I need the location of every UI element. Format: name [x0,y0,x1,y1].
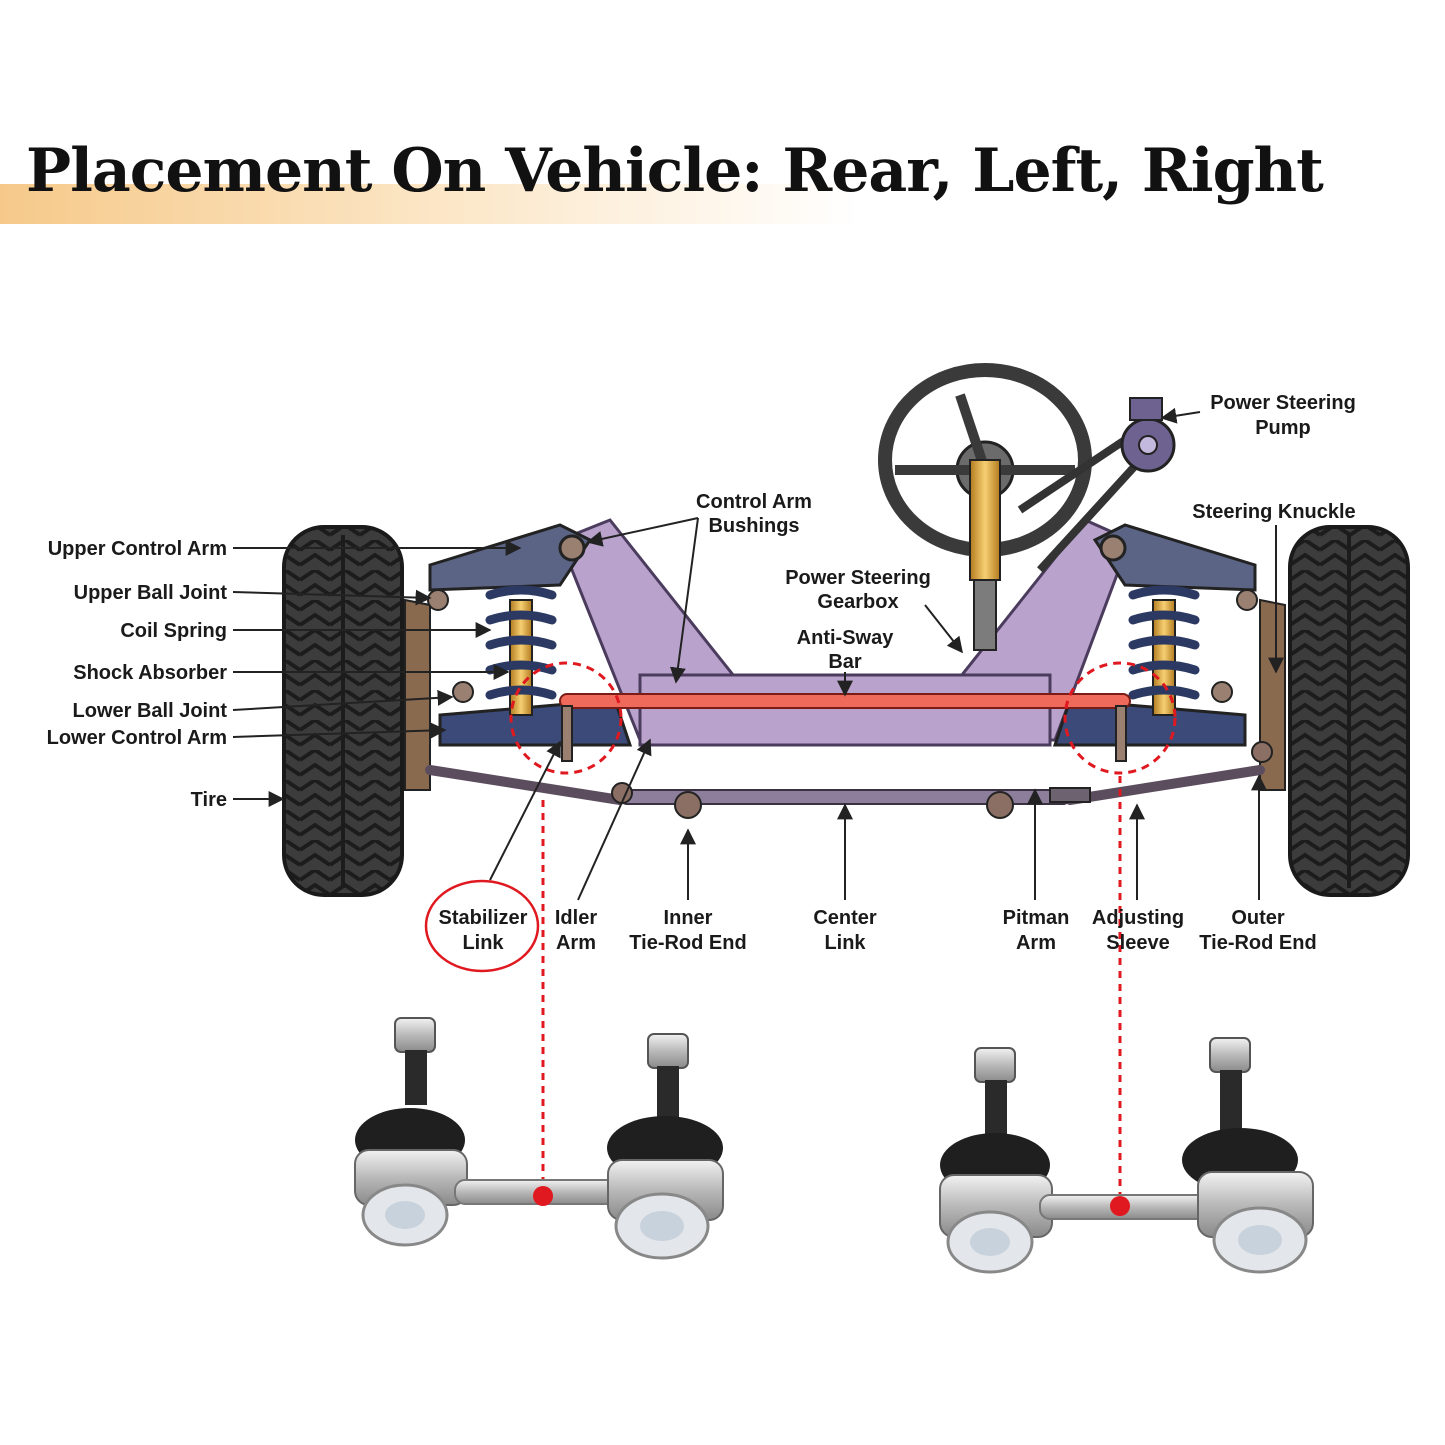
left-link-marker-dot [533,1186,553,1206]
right-tire [1288,525,1410,897]
steering-column [969,459,1001,581]
label-outer-tie-rod-end-2: Tie-Rod End [1199,932,1316,954]
label-stabilizer-link-1: Stabilizer [439,907,528,929]
right-link-marker-dot [1110,1196,1130,1216]
left-tire [282,525,404,897]
outer-tie-rod-end [1251,741,1273,763]
right-coil-spring [1128,585,1200,700]
label-power-steering-gearbox-1: Power Steering [785,567,931,589]
label-pitman-arm-1: Pitman [1003,907,1070,929]
power-steering-gearbox [973,579,997,651]
label-power-steering-gearbox-2: Gearbox [817,591,898,613]
left-control-arm-bushing [558,534,586,562]
label-upper-ball-joint: Upper Ball Joint [74,582,228,604]
label-anti-sway-bar-1: Anti-Sway [797,627,895,649]
title-highlight-band [0,184,860,224]
label-steering-knuckle: Steering Knuckle [1192,501,1355,523]
left-upper-ball-joint [427,589,449,611]
anti-sway-bar [559,693,1131,709]
right-stabilizer-link [1115,705,1127,762]
left-steering-knuckle [404,598,431,791]
label-inner-tie-rod-end-2: Tie-Rod End [629,932,746,954]
inner-tie-rod-end [674,791,702,819]
right-product-stabilizer-link [939,1037,1314,1274]
right-control-arm-bushing [1099,534,1127,562]
page-title: Placement On Vehicle: Rear, Left, Right [26,136,1324,206]
label-pitman-arm-2: Arm [1016,932,1056,954]
label-adjusting-sleeve-2: Sleeve [1106,932,1169,954]
label-center-link-2: Link [824,932,866,954]
right-lower-ball-joint [1211,681,1233,703]
steering-linkage [425,741,1273,819]
label-power-steering-pump-2: Pump [1255,417,1311,439]
label-control-arm-bushings-1: Control Arm [696,491,812,513]
left-lower-ball-joint [452,681,474,703]
label-control-arm-bushings-2: Bushings [708,515,799,537]
right-upper-ball-joint [1236,589,1258,611]
label-coil-spring: Coil Spring [120,620,227,642]
label-lower-ball-joint: Lower Ball Joint [73,700,228,722]
label-idler-arm-2: Arm [556,932,596,954]
label-adjusting-sleeve-1: Adjusting [1092,907,1184,929]
right-link-highlight [1063,661,1177,775]
left-stabilizer-link [561,705,573,762]
label-center-link-1: Center [813,907,877,929]
label-power-steering-pump-1: Power Steering [1210,392,1356,414]
label-shock-absorber: Shock Absorber [73,662,227,684]
power-steering-pump [1017,397,1176,573]
label-idler-arm-1: Idler [555,907,597,929]
label-outer-tie-rod-end-1: Outer [1231,907,1285,929]
stabilizer-link-label-circle [424,879,540,973]
left-product-stabilizer-link [354,1017,724,1260]
label-tire: Tire [191,789,227,811]
right-upper-control-arm [1092,523,1257,592]
left-coil-spring [485,585,557,700]
label-inner-tie-rod-end-1: Inner [664,907,713,929]
left-upper-control-arm [428,523,593,592]
label-lower-control-arm: Lower Control Arm [47,727,227,749]
label-stabilizer-link-2: Link [462,932,504,954]
leader-lines [232,407,1284,901]
pitman-arm [986,791,1014,819]
left-link-highlight [509,661,623,775]
label-anti-sway-bar-2: Bar [828,651,862,673]
adjusting-sleeve [1049,787,1091,803]
label-upper-control-arm: Upper Control Arm [48,538,227,560]
